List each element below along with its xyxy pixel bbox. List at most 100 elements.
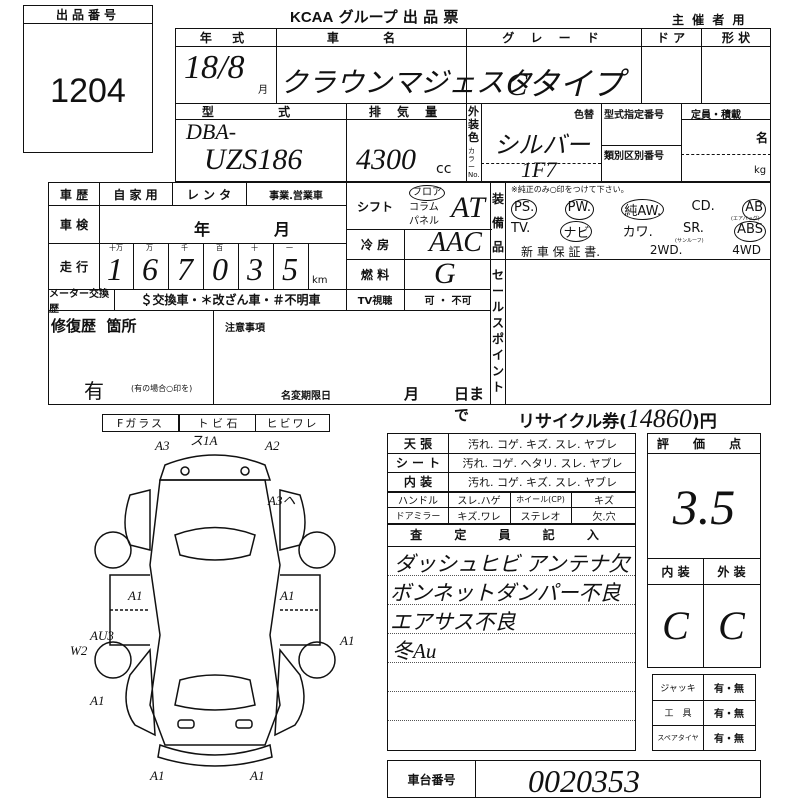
sheet-title: KCAA グループ 出 品 票	[290, 6, 458, 27]
rear-window[interactable]	[174, 674, 256, 711]
history-label: 車 歴	[59, 187, 89, 202]
shift-options[interactable]: フロア コラム パネル	[409, 185, 445, 229]
wheel-rear-right[interactable]	[298, 641, 336, 679]
mark-rear-right: A1	[249, 768, 264, 783]
organizer-label: 主 催 者 用	[672, 13, 747, 27]
stereo-label: ステレオ	[520, 511, 561, 523]
mark-front-left-corner: A3	[154, 438, 170, 453]
deadline-day-unit: 日まで	[454, 385, 485, 424]
history-rental[interactable]: レ ン タ	[186, 187, 232, 202]
ac-label: 冷 房	[360, 237, 390, 252]
car-body[interactable]	[149, 479, 281, 746]
glass-crack[interactable]: ヒビワレ	[266, 417, 319, 430]
shift-floor[interactable]: フロア	[409, 185, 445, 201]
lot-label: 出品番号	[24, 6, 152, 24]
equip-navi[interactable]: ナビ	[560, 221, 593, 242]
repair-history-value[interactable]: 有	[84, 379, 104, 403]
color-no-label: カラーNo.	[468, 147, 480, 179]
fuel-value: G	[434, 257, 456, 290]
category-number-label: 類別区別番号	[604, 151, 664, 162]
lot-number: 1204	[50, 71, 126, 110]
equip-ab[interactable]: AB	[742, 199, 766, 220]
repair-history-label: 修復歴 箇所	[51, 317, 137, 335]
rear-bumper[interactable]	[157, 743, 273, 767]
displacement-value: 4300	[356, 143, 416, 176]
glass-chip[interactable]: ト ビ 石	[180, 415, 256, 431]
year-label: 年 式	[199, 31, 253, 45]
shift-value: AT	[451, 191, 485, 224]
meter-exchange-label: メーター交換歴	[49, 289, 115, 315]
inspector-label: 査 定 員 記 入	[410, 528, 613, 542]
mark-left-sill: AU3	[89, 628, 114, 643]
front-bumper[interactable]	[158, 454, 272, 481]
jack-options[interactable]: 有・無	[714, 684, 744, 695]
stereo-options[interactable]: 欠.穴	[592, 511, 616, 523]
quarter-left[interactable]	[125, 648, 156, 737]
repair-caution-box: 修復歴 箇所 有 (有の場合○印を) 注意事項 名変期限日 月 日まで	[48, 311, 491, 424]
seat-options[interactable]: 汚れ. コゲ. ヘタリ. スレ. ヤブレ	[462, 456, 623, 470]
name-label: 車 名	[326, 31, 416, 45]
interior-options[interactable]: 汚れ. コゲ. キズ. スレ. ヤブレ	[468, 475, 617, 489]
km-unit: km	[312, 275, 328, 286]
chassis-number-box: 車台番号 0020353	[387, 760, 761, 799]
equip-aw[interactable]: 純AW.	[621, 199, 665, 220]
equip-leather[interactable]: カワ.	[622, 225, 653, 240]
equip-tv[interactable]: TV.	[511, 221, 531, 236]
doors-right[interactable]	[280, 574, 321, 646]
equip-2wd[interactable]: 2WD.	[649, 243, 683, 257]
shift-label: シフト	[356, 199, 393, 214]
inspector-note: エアサス不良	[390, 610, 516, 634]
equip-sr[interactable]: SR.	[682, 221, 704, 236]
shift-panel[interactable]: パネル	[409, 216, 439, 227]
recycle-label: リサイクル券(	[518, 412, 627, 432]
wheel-front-left[interactable]	[94, 531, 132, 569]
equip-warranty[interactable]: 新 車 保 証 書.	[521, 245, 601, 259]
steering-options[interactable]: スレ.ハゲ	[457, 495, 501, 507]
car-name-value: クラウンマジェスタ	[280, 68, 533, 99]
wheel-rear-left[interactable]	[94, 641, 132, 679]
equip-abs[interactable]: ABS	[734, 221, 766, 242]
equip-cd[interactable]: CD.	[691, 199, 715, 214]
equip-ps[interactable]: PS.	[511, 199, 538, 220]
month-unit: 月	[258, 85, 268, 96]
spare-tire-label: スペアタイヤ	[657, 733, 699, 742]
interior-grade-value: C	[662, 603, 689, 648]
recycle-unit: )円	[691, 412, 717, 432]
history-private[interactable]: 自 家 用	[113, 187, 158, 202]
equip-pw[interactable]: PW.	[564, 199, 594, 220]
inspector-note: 冬Au	[392, 639, 437, 663]
car-diagram[interactable]: A3 ス1A A2 A3ヘ A1 A1 AU3 W2 A1 A1 A1 A1	[50, 435, 380, 785]
inspector-note: ダッシュヒビ アンテナ欠	[394, 552, 630, 576]
displacement-label: 排 気 量	[368, 104, 444, 119]
tv-options[interactable]: 可 ・ 不可	[424, 296, 472, 307]
steering-label: ハンドル	[398, 495, 438, 507]
quarter-right[interactable]	[274, 648, 305, 737]
spare-tire-options[interactable]: 有・無	[714, 734, 744, 745]
shift-column[interactable]: コラム	[409, 202, 439, 213]
mileage-label: 走 行	[59, 259, 89, 274]
chassis-number-label: 車台番号	[388, 761, 476, 797]
interior-grade-label: 内 装	[661, 564, 690, 579]
tools-options[interactable]: 有・無	[714, 709, 744, 720]
meter-exchange-options[interactable]: ＄交換車・＊改ざん車・＃不明車	[140, 293, 321, 307]
history-commercial[interactable]: 事業.営業車	[269, 190, 323, 202]
sales-point-label: セールスポイント	[492, 268, 505, 394]
door-mirror-options[interactable]: キズ.ワレ	[457, 511, 501, 523]
equip-4wd[interactable]: 4WD	[732, 243, 761, 257]
windshield[interactable]	[174, 526, 256, 561]
mark-front-bumper: ス1A	[190, 435, 218, 448]
interior-label: 内 装	[403, 475, 433, 489]
deadline-month-unit: 月	[404, 385, 420, 403]
ceiling-options[interactable]: 汚れ. コゲ. キズ. スレ. ヤブレ	[468, 437, 617, 451]
kg-unit: kg	[754, 165, 767, 176]
wheel-front-right[interactable]	[298, 531, 336, 569]
title-text: グループ 出 品 票	[338, 8, 459, 26]
color-value: シルバー	[494, 133, 590, 159]
seat-label: シ ー ト	[395, 456, 441, 470]
wheel-cp-options[interactable]: キズ	[594, 495, 614, 507]
